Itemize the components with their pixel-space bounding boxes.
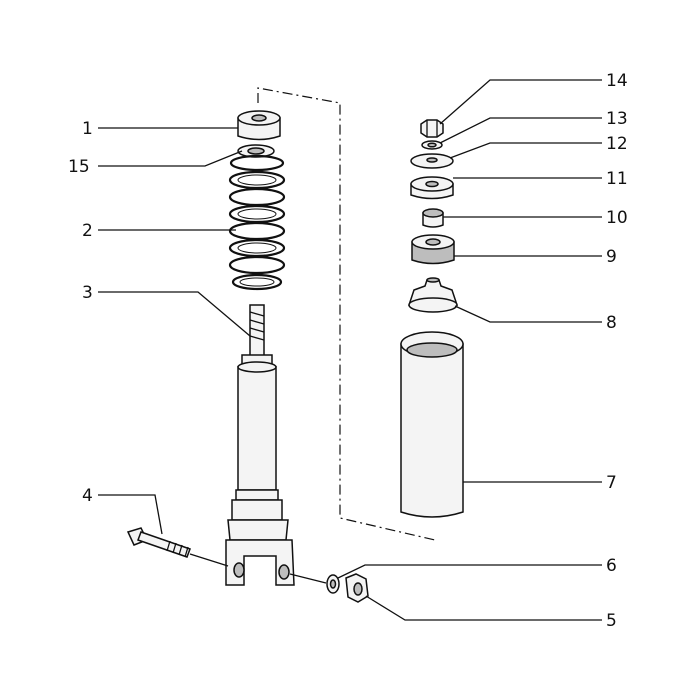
part-7-dust-tube <box>400 331 464 518</box>
leader-5 <box>365 595 602 621</box>
callout-6: 6 <box>606 556 617 576</box>
callout-4: 4 <box>82 486 93 506</box>
leader-6 <box>337 564 602 579</box>
part-13-small-washer <box>421 140 443 150</box>
callout-12: 12 <box>606 134 628 154</box>
leader-13 <box>439 117 602 144</box>
part-3-damper <box>225 304 295 586</box>
bolt-axis-line-right <box>289 573 327 584</box>
leader-4 <box>98 494 163 535</box>
callout-10: 10 <box>606 208 628 228</box>
part-1-top-bush <box>237 110 281 141</box>
part-8-boot-cap <box>408 277 458 313</box>
leader-12 <box>449 142 602 159</box>
leader-15 <box>98 150 243 167</box>
callout-5: 5 <box>606 611 617 631</box>
leader-3 <box>98 291 251 337</box>
callout-8: 8 <box>606 313 617 333</box>
leader-8 <box>454 305 602 323</box>
part-14-top-nut <box>420 119 444 138</box>
part-5-nut <box>345 573 369 603</box>
callout-1: 1 <box>82 119 93 139</box>
part-2-coil-spring <box>228 154 286 291</box>
part-9-lower-bush <box>411 234 455 265</box>
part-10-spacer <box>422 208 444 228</box>
assembly-guide-line <box>257 87 436 541</box>
callout-11: 11 <box>606 169 628 189</box>
callout-9: 9 <box>606 247 617 267</box>
part-12-plate-washer <box>410 153 454 169</box>
leader-14 <box>439 79 602 125</box>
callout-14: 14 <box>606 71 628 91</box>
callout-7: 7 <box>606 473 617 493</box>
callout-2: 2 <box>82 221 93 241</box>
part-6-washer <box>326 574 340 594</box>
part-11-upper-bush <box>410 176 454 200</box>
part-4-bolt <box>126 527 191 558</box>
callout-15: 15 <box>68 157 90 177</box>
bolt-axis-line-left <box>189 553 229 567</box>
callout-3: 3 <box>82 283 93 303</box>
callout-13: 13 <box>606 109 628 129</box>
